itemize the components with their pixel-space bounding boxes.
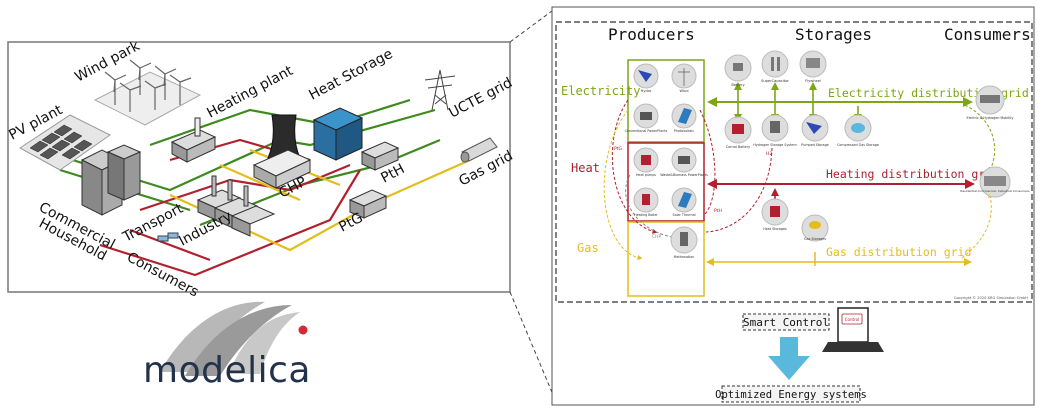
right-inner-frame	[555, 21, 1033, 303]
heating-plant-illustration	[170, 117, 217, 163]
modelica-logo: modelica	[142, 301, 344, 398]
ptg-illustration	[348, 189, 388, 219]
node-compressed-gas: Compressed Gas Storage	[837, 114, 879, 147]
sector-gas: Gas	[577, 241, 599, 255]
node-heating-boiler: Heating Boiler	[633, 187, 659, 217]
node-methanation: Methanation	[670, 226, 698, 259]
small-label-chp: CHP	[652, 234, 662, 240]
node-solar-thermal-label: Solar Thermal	[672, 213, 695, 217]
electricity-producer-box	[627, 59, 705, 143]
right-panel: Producers Storages Consumers Electricity…	[551, 6, 1035, 406]
logo-text: modelica	[143, 350, 311, 391]
sector-labels: Electricity Heat Gas	[561, 84, 640, 255]
pv-plant-illustration	[19, 114, 111, 171]
node-heating-boiler-label: Heating Boiler	[634, 213, 658, 217]
node-photovoltaic-label: Photovoltaic	[674, 129, 695, 133]
gas-pipe-illustration	[460, 137, 498, 163]
node-heat-storages: Heat Storages	[761, 198, 789, 231]
node-heat-storages-label: Heat Storages	[763, 227, 787, 231]
gas-producer-box	[627, 221, 705, 297]
heat-producer-box	[627, 142, 705, 222]
node-battery-label: Battery	[731, 83, 745, 87]
ucte-tower-illustration	[424, 69, 456, 111]
wind-park-illustration	[93, 59, 202, 126]
smart-control-down-arrow	[768, 337, 810, 380]
header-producers: Producers	[608, 25, 695, 44]
optimized-label: Optimized Energy systems	[715, 389, 867, 401]
node-photovoltaic: Photovoltaic	[671, 103, 697, 133]
smart-control: Smart Control	[742, 313, 830, 331]
sector-electricity: Electricity	[561, 84, 640, 98]
node-gas-storages-label: Gas Storages	[804, 237, 826, 241]
node-conventional-label: Conventional PowerPlants	[625, 129, 668, 133]
header-storages: Storages	[795, 25, 872, 44]
node-waste-biomass: Waste&Biomass PowerPlants	[660, 147, 708, 177]
node-mobility-label: Electric & Hydrogen Mobility	[967, 116, 1014, 120]
small-label-ptg: PtG	[614, 146, 622, 152]
pth-illustration	[360, 141, 400, 171]
node-waste-biomass-label: Waste&Biomass PowerPlants	[660, 173, 708, 177]
node-hydro-label: Hydro	[641, 89, 652, 93]
node-heat-pumps: Heat pumps	[633, 147, 659, 177]
header-consumers: Consumers	[944, 25, 1031, 44]
node-residential-label: Residential,Commercial, Industrial Consu…	[960, 189, 1030, 193]
node-hydro: Hydro	[633, 63, 659, 93]
laptop-icon: Control	[822, 307, 884, 352]
node-solar-thermal: Solar Thermal	[671, 187, 697, 217]
node-mobility: Electric & Hydrogen Mobility	[967, 85, 1014, 120]
small-label-h2: H2	[766, 151, 772, 157]
node-supercapacitor-label: SuperCapacitor	[761, 79, 789, 83]
node-heat-pumps-label: Heat pumps	[636, 173, 656, 177]
node-supercapacitor: SuperCapacitor	[761, 50, 789, 83]
gas-grid-label: Gas distribution grid	[826, 245, 971, 259]
transport-illustration	[157, 232, 179, 242]
smart-control-label: Smart Control	[743, 316, 829, 329]
node-gas-storages: Gas Storages	[801, 214, 829, 242]
small-label-pth: PtH	[714, 208, 722, 214]
node-battery: Battery	[724, 54, 752, 87]
node-hydrogen-storage: Hydrogen Storage System	[753, 114, 797, 147]
node-flywheel-label: Flywheel	[805, 79, 821, 83]
chp-illustration	[252, 114, 312, 189]
control-screen-label: Control	[845, 317, 859, 322]
column-headers: Producers Storages Consumers	[608, 25, 1031, 44]
industry-illustration	[196, 175, 276, 237]
heating-grid-label: Heating distribution grid	[826, 167, 999, 181]
logo-dot	[298, 325, 308, 335]
optimized-energy-systems: Optimized Energy systems	[715, 385, 867, 403]
node-flywheel: Flywheel	[799, 50, 827, 83]
commercial-household-illustration	[80, 144, 142, 216]
node-carnot-battery: Carnot Battery	[724, 116, 752, 149]
heat-storage-illustration	[312, 107, 364, 161]
nodes: Battery SuperCapacitor Flywheel Hydro	[625, 50, 1030, 259]
sector-heat: Heat	[571, 161, 600, 175]
node-pumped-storage-label: Pumped Storage	[801, 143, 828, 147]
node-wind: Wind	[671, 63, 697, 93]
left-panel: Wind park PV plant Heating plant Heat St…	[6, 38, 515, 301]
node-hydrogen-storage-label: Hydrogen Storage System	[753, 143, 796, 147]
zoom-connectors	[509, 7, 557, 403]
node-methanation-label: Methanation	[674, 255, 695, 259]
node-residential: Residential,Commercial, Industrial Consu…	[960, 166, 1030, 198]
small-flow-labels: PtG PtH CHP H2	[614, 146, 772, 240]
node-pumped-storage: Pumped Storage	[801, 114, 829, 147]
node-wind-label: Wind	[679, 89, 688, 93]
copyright-text: Copyright © 2020 XRG Simulation GmbH	[954, 296, 1028, 300]
node-compressed-gas-label: Compressed Gas Storage	[837, 143, 879, 147]
node-conventional: Conventional PowerPlants	[625, 103, 668, 133]
node-carnot-battery-label: Carnot Battery	[726, 145, 750, 149]
dashed-crosslinks	[603, 99, 996, 260]
